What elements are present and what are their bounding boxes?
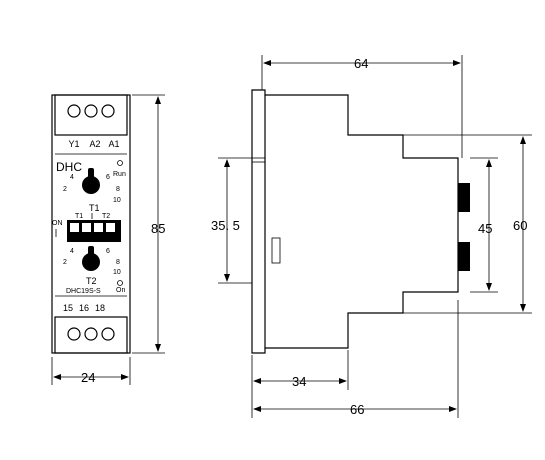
dim-front-height: 85 — [151, 221, 165, 236]
run-led — [117, 160, 123, 166]
terminal-screw-y1 — [67, 104, 81, 118]
knob-t1-scale-2: 2 — [63, 186, 67, 193]
bottom-terminal-block — [54, 316, 128, 354]
knob-t1-scale-4: 4 — [70, 174, 74, 181]
on-led-label: On — [116, 287, 125, 294]
side-body-outline — [251, 89, 459, 354]
terminal-label-a2: A2 — [89, 139, 100, 149]
knob-t1-scale-10: 10 — [113, 197, 121, 204]
knob-t2-label: T2 — [86, 276, 97, 286]
knob-t2-scale-6: 6 — [106, 248, 110, 255]
side-dimensions: 64 35. 5 45 60 34 66 — [211, 55, 532, 418]
dip-switch-on-label: ON — [52, 220, 63, 227]
front-view: Y1 A2 A1 DHC Run 2 4 6 8 10 T1 ON T1 T2 — [51, 94, 131, 354]
knob-t1-label: T1 — [89, 203, 100, 213]
dim-front-width: 24 — [81, 370, 95, 385]
run-led-label: Run — [113, 171, 126, 178]
dim-rail-offset: 35. 5 — [211, 218, 240, 233]
dip-switch-1[interactable] — [70, 223, 79, 232]
front-dimensions: 85 24 — [51, 94, 165, 385]
dim-rail-height: 45 — [478, 221, 492, 236]
knob-t2[interactable] — [82, 246, 100, 271]
model-label: DHC19S-S — [66, 288, 101, 295]
dim-depth-rail: 34 — [292, 374, 306, 389]
dip-switch-t1-label: T1 — [75, 213, 83, 220]
knob-t2-scale-10: 10 — [113, 269, 121, 276]
knob-t1-scale-6: 6 — [106, 174, 110, 181]
dim-total-height: 60 — [513, 218, 527, 233]
terminal-screw-a2 — [84, 104, 98, 118]
dip-switch-3[interactable] — [94, 223, 103, 232]
dip-switch-4[interactable] — [106, 223, 115, 232]
terminal-label-15: 15 — [63, 303, 73, 313]
terminal-screw-16 — [84, 327, 98, 341]
terminal-label-a1: A1 — [108, 139, 119, 149]
top-terminal-block — [54, 94, 128, 136]
terminal-screw-18 — [101, 327, 115, 341]
side-view — [251, 89, 470, 354]
dim-depth-total: 66 — [350, 402, 364, 417]
knob-t1-scale-8: 8 — [116, 186, 120, 193]
dip-switch-2[interactable] — [82, 223, 91, 232]
knob-t1[interactable] — [82, 168, 100, 194]
on-led — [117, 280, 123, 286]
knob-t2-scale-8: 8 — [116, 259, 120, 266]
terminal-screw-15 — [67, 327, 81, 341]
terminal-screw-a1 — [101, 104, 115, 118]
din-clip-top — [458, 183, 470, 212]
dip-switch-t2-label: T2 — [102, 213, 110, 220]
knob-t2-scale-2: 2 — [63, 259, 67, 266]
terminal-label-y1: Y1 — [68, 139, 79, 149]
dim-top-width: 64 — [354, 56, 368, 71]
side-label-window — [271, 237, 281, 264]
knob-t2-scale-4: 4 — [70, 248, 74, 255]
brand-label: DHC — [56, 160, 82, 174]
terminal-label-16: 16 — [79, 303, 89, 313]
din-clip-bottom — [458, 242, 470, 271]
terminal-label-18: 18 — [95, 303, 105, 313]
